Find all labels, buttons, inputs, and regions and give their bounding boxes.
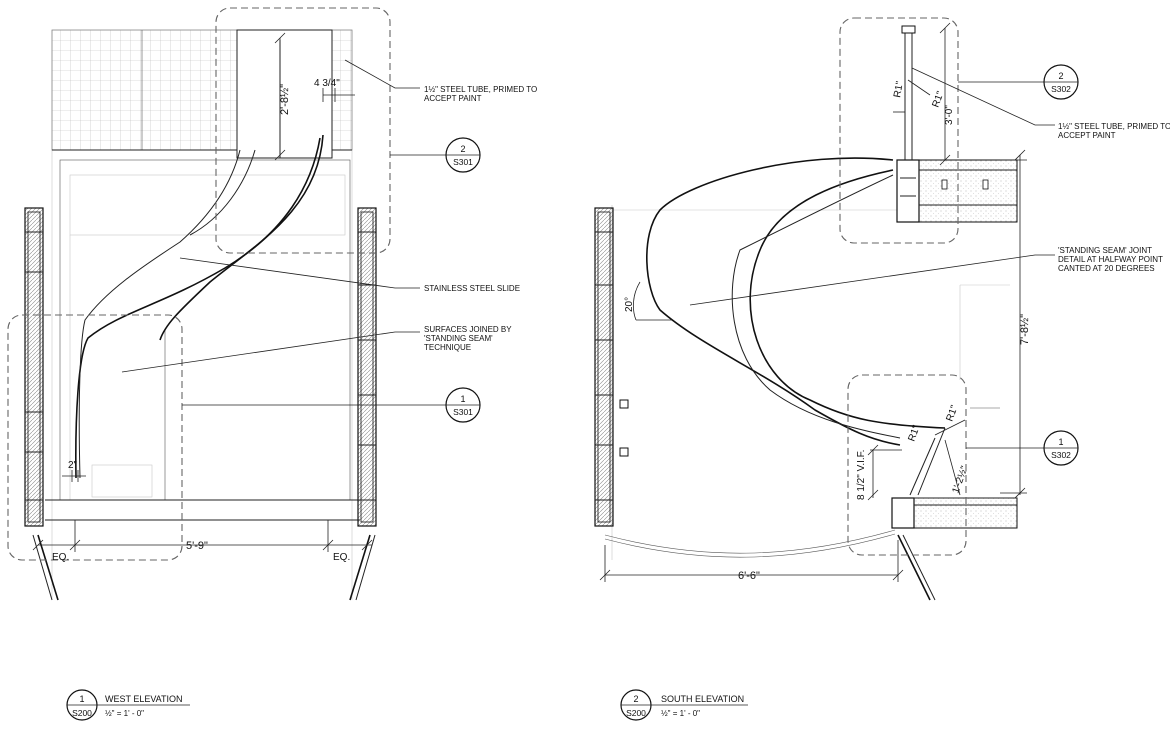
south-note-joint-line3: CANTED AT 20 DEGREES	[1058, 264, 1155, 273]
south-dim-tube-height-text: 3'-0"	[944, 105, 955, 125]
south-title-scale: ½" = 1' - 0"	[661, 709, 700, 718]
west-right-column	[357, 207, 377, 527]
west-elevation-title: 1 S200 WEST ELEVATION ½" = 1' - 0"	[66, 689, 190, 721]
south-radius-top: R1" R1"	[892, 79, 947, 113]
south-radius-bottom: R1" R1"	[906, 403, 966, 443]
south-dimension-vif: 8 1/2" V.I.F.	[856, 444, 902, 501]
west-title-scale: ½" = 1' - 0"	[105, 709, 144, 718]
south-detail-boundary-bottom	[847, 374, 967, 556]
south-title-num: 2	[633, 694, 638, 704]
south-note-tube: 1½" STEEL TUBE, PRIMED TO ACCEPT PAINT	[911, 67, 1170, 140]
west-slide	[75, 40, 324, 479]
west-note-tube-line2: ACCEPT PAINT	[424, 94, 482, 103]
south-bolt-upper	[619, 399, 629, 409]
west-detail-boundary-top	[215, 7, 391, 254]
west-dimension-tube-offset: 4 3/4"	[314, 78, 355, 102]
west-note-tube-line1: 1½" STEEL TUBE, PRIMED TO	[424, 85, 537, 94]
south-bolt-lower	[619, 447, 629, 457]
south-upper-platform	[896, 25, 1018, 223]
south-elevation-title: 2 S200 SOUTH ELEVATION ½" = 1' - 0"	[620, 689, 748, 721]
south-angle-text: 20°	[624, 297, 635, 312]
west-detail-tag-1[interactable]: 1 S301	[182, 387, 481, 423]
south-note-joint-line2: DETAIL AT HALFWAY POINT	[1058, 255, 1163, 264]
south-dim-vif-text: 8 1/2" V.I.F.	[856, 450, 867, 500]
west-title-name: WEST ELEVATION	[105, 694, 183, 704]
south-radius-top-a-text: R1"	[892, 80, 906, 98]
west-note-tube: 1½" STEEL TUBE, PRIMED TO ACCEPT PAINT	[344, 59, 537, 103]
south-detail-tag-2[interactable]: 2 S302	[958, 64, 1079, 100]
south-detail-tag-1[interactable]: 1 S302	[966, 430, 1079, 466]
south-lower-platform	[891, 497, 1018, 529]
west-dimension-gap: 2"	[62, 460, 86, 482]
west-dim-gap-text: 2"	[68, 460, 78, 471]
west-title-num: 1	[79, 694, 84, 704]
south-radius-bot-a-text: R1"	[906, 423, 922, 443]
west-detail-tag-1-num: 1	[460, 394, 465, 404]
west-elevation: 2'-8½" 4 3/4" 2" 5'-9" EQ. EQ.	[7, 7, 537, 721]
south-note-tube-line2: ACCEPT PAINT	[1058, 131, 1116, 140]
west-dim-tube-height-text: 2'-8½"	[279, 84, 291, 115]
south-note-joint: 'STANDING SEAM' JOINT DETAIL AT HALFWAY …	[689, 246, 1163, 306]
south-detail-tag-2-sheet: S302	[1051, 84, 1071, 94]
south-elevation: R1" R1" 3'-0" 20° 7'-8½" R1"	[594, 17, 1170, 721]
west-note-slide: STAINLESS STEEL SLIDE	[179, 257, 520, 293]
west-note-seam: SURFACES JOINED BY 'STANDING SEAM' TECHN…	[121, 325, 512, 373]
south-dim-width-text: 6'-6"	[738, 570, 760, 582]
south-dimension-tube-height: 3'-0"	[939, 22, 955, 166]
south-angle-dimension: 20°	[624, 281, 672, 321]
west-dim-tube-offset-text: 4 3/4"	[314, 78, 340, 89]
south-title-sheet: S200	[626, 708, 646, 718]
south-slide	[604, 157, 946, 601]
west-detail-tag-1-sheet: S301	[453, 407, 473, 417]
west-left-column	[24, 207, 44, 527]
south-radius-bot-b-text: R1"	[944, 403, 960, 423]
south-radius-top-b-text: R1"	[930, 89, 946, 109]
south-left-column	[594, 207, 614, 527]
south-detail-tag-1-sheet: S302	[1051, 450, 1071, 460]
west-mesh-guardrail	[51, 29, 353, 159]
west-dim-eq-right-text: EQ.	[333, 552, 350, 563]
west-note-seam-line1: SURFACES JOINED BY	[424, 325, 512, 334]
west-dimension-tube-height: 2'-8½"	[274, 32, 291, 161]
south-detail-tag-1-num: 1	[1058, 437, 1063, 447]
west-note-seam-line2: 'STANDING SEAM'	[424, 334, 493, 343]
south-detail-tag-2-num: 2	[1058, 71, 1063, 81]
south-detail-boundary-top	[839, 17, 959, 244]
west-dim-eq-left-text: EQ.	[52, 552, 69, 563]
south-note-tube-line1: 1½" STEEL TUBE, PRIMED TO	[1058, 122, 1170, 131]
south-dimension-width: 6'-6"	[599, 540, 904, 582]
west-dim-width-text: 5'-9"	[186, 540, 208, 552]
west-note-seam-line3: TECHNIQUE	[424, 343, 471, 352]
west-dimension-width: 5'-9" EQ. EQ.	[32, 520, 373, 563]
south-title-name: SOUTH ELEVATION	[661, 694, 744, 704]
south-note-joint-line1: 'STANDING SEAM' JOINT	[1058, 246, 1152, 255]
west-detail-tag-2-sheet: S301	[453, 157, 473, 167]
west-note-slide-text: STAINLESS STEEL SLIDE	[424, 284, 520, 293]
west-detail-tag-2-num: 2	[460, 144, 465, 154]
west-detail-boundary-bottom	[7, 314, 183, 561]
south-dim-overall-height-text: 7'-8½"	[1019, 314, 1031, 345]
west-detail-tag-2[interactable]: 2 S301	[390, 137, 481, 173]
south-dimension-overall-height: 7'-8½"	[1000, 149, 1031, 499]
west-title-sheet: S200	[72, 708, 92, 718]
south-dim-exit-height-text: 1'-2½"	[950, 464, 970, 495]
